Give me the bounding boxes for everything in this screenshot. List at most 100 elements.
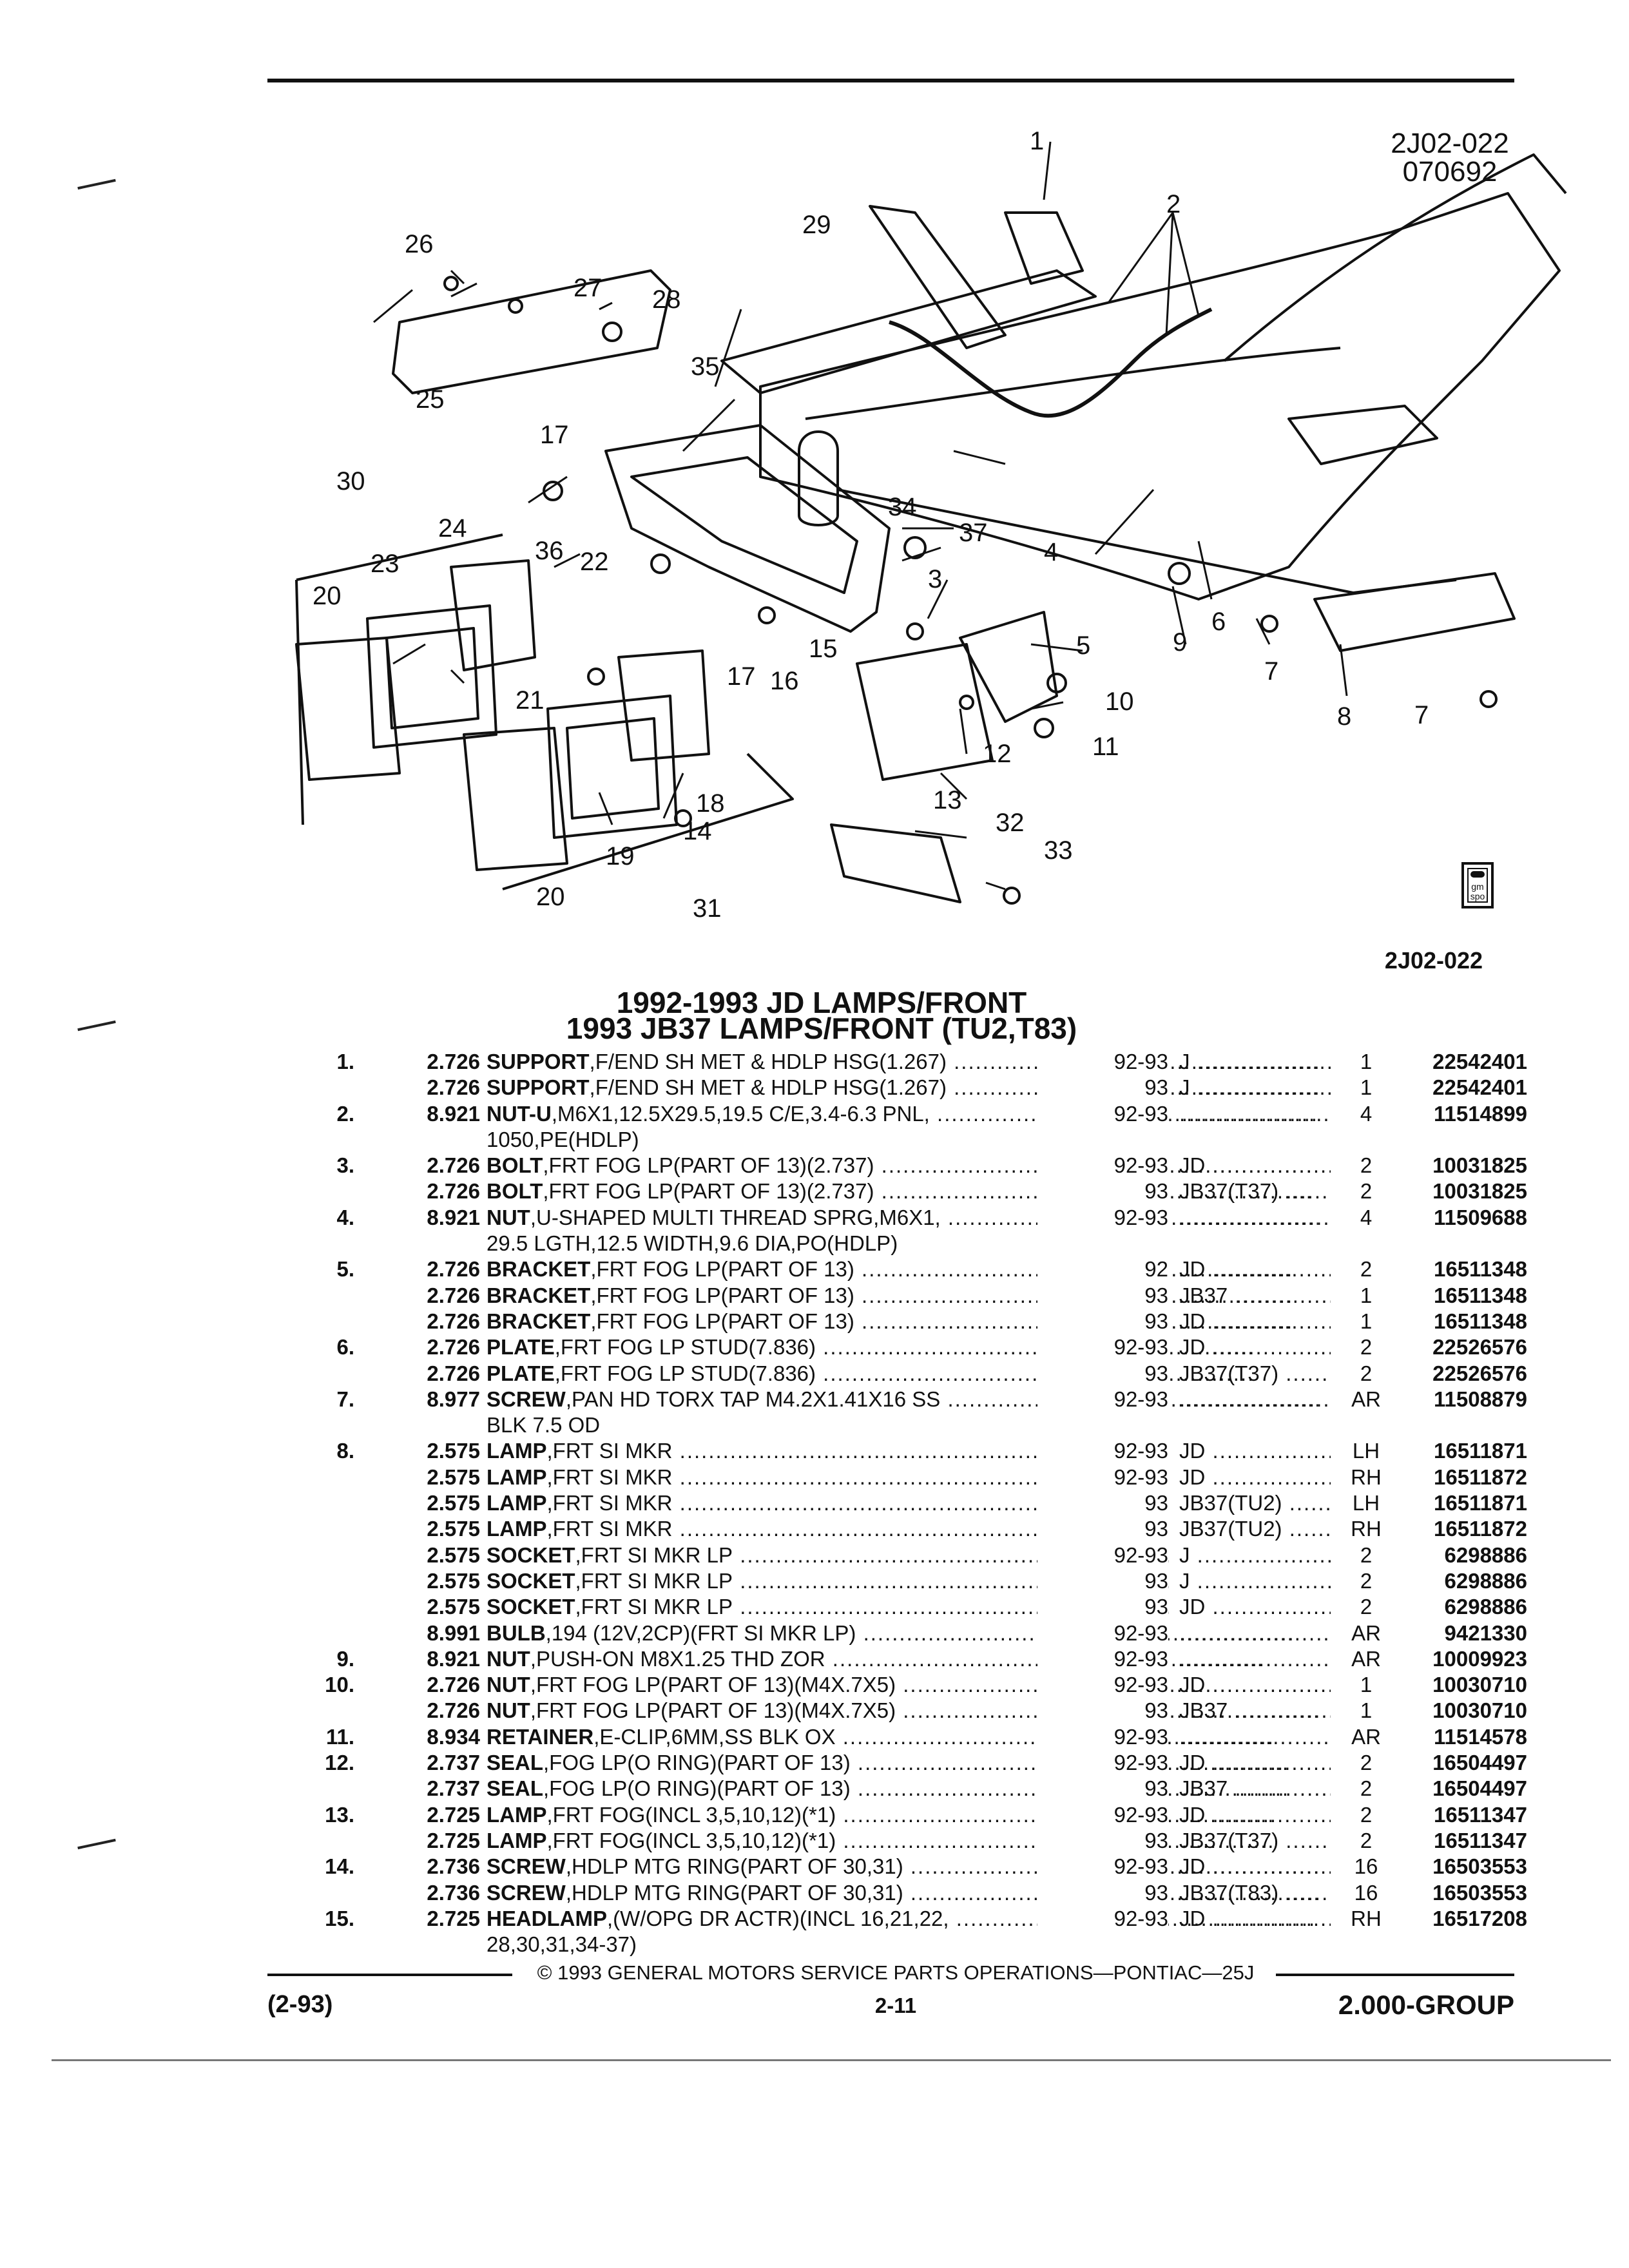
parts-row: PLATE,FRT FOG LP STUD(7.836) ...........… [303, 1360, 1527, 1387]
part-pn: 16504497 [1432, 1751, 1527, 1775]
part-num: 12. [325, 1751, 354, 1775]
part-name: SOCKET [487, 1568, 575, 1593]
part-qty: RH [1331, 1516, 1402, 1542]
part-name: LAMP [487, 1828, 547, 1852]
callout-37: 37 [959, 519, 988, 547]
part-num: 4. [336, 1205, 354, 1229]
part-num: 10. [325, 1673, 354, 1697]
part-year: 93 [1037, 1879, 1168, 1906]
part-year: 92-93 [1037, 1464, 1168, 1490]
fastener [1260, 615, 1278, 633]
part-qty: 2 [1331, 1827, 1402, 1854]
parts-row: SUPPORT,F/END SH MET & HDLP HSG(1.267) .… [303, 1075, 1527, 1101]
part-num: 1. [336, 1050, 354, 1073]
callout-5: 5 [1076, 631, 1090, 660]
part-desc-text: ,FRT FOG LP(PART OF 13) [590, 1309, 854, 1333]
footer-rule-left [267, 1974, 512, 1976]
parts-row: BOLT,FRT FOG LP(PART OF 13)(2.737) .....… [303, 1153, 1527, 1179]
part-name: NUT [487, 1698, 530, 1723]
parts-row: BRACKET,FRT FOG LP(PART OF 13) .........… [303, 1282, 1527, 1309]
part-qty: 1 [1331, 1698, 1402, 1724]
part-pn: 10009923 [1432, 1646, 1527, 1671]
part-desc-text: ,E-CLIP,6MM,SS BLK OX [593, 1724, 836, 1749]
callout-10: 10 [1105, 687, 1134, 716]
callout-29: 29 [802, 211, 831, 239]
part-description: SEAL,FOG LP(O RING)(PART OF 13) ........… [487, 1776, 1318, 1802]
bottom-rule [52, 2059, 1611, 2061]
parts-row: NUT,U-SHAPED MULTI THREAD SPRG,M6X1, ...… [303, 1204, 1527, 1231]
part-qty: 1 [1331, 1075, 1402, 1101]
part-year: 92 [1037, 1256, 1168, 1283]
part-year: 93 [1037, 1776, 1168, 1802]
part-group: 8.921 [427, 1101, 480, 1126]
part-description: 1050,PE(HDLP) [487, 1127, 1318, 1153]
part-year: 93 [1037, 1282, 1168, 1309]
leader-lines [373, 141, 1348, 890]
part-desc-text: ,FRT SI MKR LP [575, 1595, 733, 1619]
figure-code-top: 2J02-022 [1391, 128, 1509, 159]
part-qty: 4 [1331, 1100, 1402, 1127]
fastener [602, 322, 622, 342]
part-desc-text: ,FRT FOG LP(PART OF 13)(M4X.7X5) [530, 1673, 896, 1697]
part-num: 15. [325, 1906, 354, 1930]
margin-mark [77, 1838, 116, 1850]
fastener [1168, 562, 1191, 585]
callout-17b: 17 [727, 662, 756, 691]
callout-27: 27 [574, 274, 602, 302]
part-group: 2.726 [427, 1698, 480, 1723]
housing-inner [630, 456, 858, 594]
headlamp-retainer-upper [295, 637, 401, 781]
part-qty: 1 [1331, 1282, 1402, 1309]
callout-23: 23 [371, 550, 400, 578]
support-rail-arm [869, 205, 1007, 349]
part-name: SUPPORT [487, 1075, 590, 1100]
part-desc-text: ,FRT FOG(INCL 3,5,10,12)(*1) [546, 1802, 836, 1827]
callout-21: 21 [516, 686, 545, 715]
parts-row: SCREW,HDLP MTG RING(PART OF 30,31) .....… [303, 1879, 1527, 1906]
part-group: 2.726 [427, 1179, 480, 1204]
part-name: BRACKET [487, 1283, 591, 1307]
part-desc-text: ,FRT FOG LP(PART OF 13)(2.737) [543, 1153, 874, 1178]
part-year: 92-93 [1037, 1802, 1168, 1828]
callout-34: 34 [888, 493, 917, 521]
part-pn: 6298886 [1444, 1568, 1527, 1593]
part-pn: 16511348 [1433, 1309, 1527, 1333]
part-name: LAMP [487, 1439, 547, 1463]
callout-7b: 7 [1414, 701, 1429, 729]
callout-18: 18 [696, 789, 725, 818]
part-pn: 16511348 [1433, 1257, 1527, 1282]
part-desc-text: ,FRT FOG LP STUD(7.836) [554, 1335, 816, 1360]
part-desc-text: ,FRT FOG LP STUD(7.836) [554, 1361, 816, 1385]
fastener [1034, 718, 1054, 738]
parts-row: 28,30,31,34-37) [303, 1932, 1527, 1957]
part-pn: 11509688 [1433, 1205, 1527, 1229]
parts-row: 29.5 LGTH,12.5 WIDTH,9.6 DIA,PO(HDLP) [303, 1231, 1527, 1256]
sealed-beam-lower [546, 695, 678, 839]
mount-bracket [1004, 211, 1084, 285]
fastener [1480, 690, 1498, 708]
part-year: 92-93 [1037, 1750, 1168, 1776]
part-year: 93 [1037, 1490, 1168, 1517]
fastener [443, 276, 459, 291]
part-group: 2.575 [427, 1517, 480, 1541]
part-year: 92-93 [1037, 1542, 1168, 1568]
part-qty: 4 [1331, 1204, 1402, 1231]
part-year: 92-93 [1037, 1100, 1168, 1127]
part-group: 2.575 [427, 1465, 480, 1489]
part-year: 92-93 [1037, 1334, 1168, 1361]
callout-33: 33 [1044, 836, 1073, 865]
part-description: BULB,194 (12V,2CP)(FRT SI MKR LP) ......… [487, 1620, 1318, 1646]
part-year: 92-93 [1037, 1620, 1168, 1646]
fastener [959, 695, 974, 710]
part-group: 8.921 [427, 1205, 480, 1229]
fastener [674, 809, 692, 827]
part-pn: 16504497 [1432, 1776, 1527, 1801]
part-desc-text: ,M6X1,12.5X29.5,19.5 C/E,3.4-6.3 PNL, [551, 1101, 930, 1126]
callout-26: 26 [405, 230, 434, 258]
part-desc-text: ,FRT SI MKR [546, 1517, 673, 1541]
part-description: LAMP,FRT SI MKR ........................… [487, 1516, 1318, 1542]
part-group: 8.977 [427, 1387, 480, 1411]
part-description: 29.5 LGTH,12.5 WIDTH,9.6 DIA,PO(HDLP) [487, 1231, 1318, 1256]
part-qty: 2 [1331, 1360, 1402, 1387]
part-pn: 16511347 [1433, 1802, 1527, 1827]
